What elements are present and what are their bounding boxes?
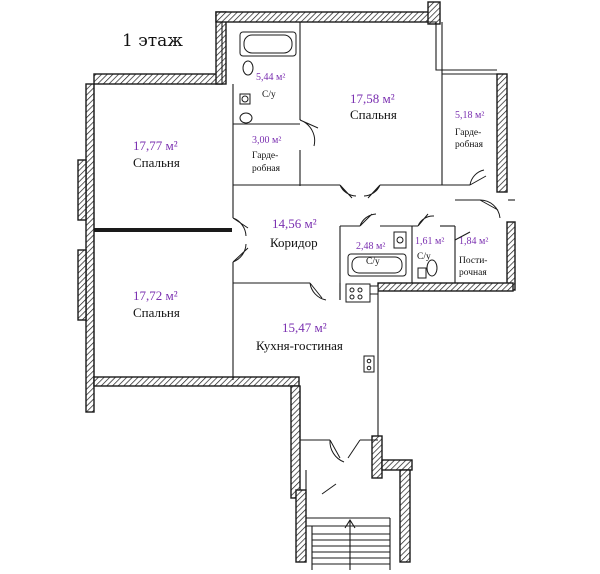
room-name-bedroom-top: Спальня	[350, 107, 397, 122]
room-area-bedroom-top: 17,58 м²	[350, 91, 395, 106]
room-name-dressing-right-1: Гарде-	[455, 128, 481, 138]
room-name-bath-large: С/у	[262, 90, 276, 100]
room-name-dressing-small-1: Гарде-	[252, 151, 278, 161]
doors	[232, 119, 501, 495]
toilet-icon	[242, 60, 254, 76]
room-name-bedroom-left-bottom: Спальня	[133, 305, 180, 320]
room-name-wc-small: С/у	[417, 252, 431, 262]
room-area-corridor: 14,56 м²	[272, 216, 317, 231]
room-name-bedroom-left-top: Спальня	[133, 155, 180, 170]
room-area-bedroom-left-top: 17,77 м²	[133, 138, 178, 153]
room-name-dressing-right-2: робная	[455, 139, 484, 150]
room-area-dressing-right: 5,18 м²	[455, 110, 484, 121]
room-name-corridor: Коридор	[270, 235, 318, 250]
room-area-dressing-small: 3,00 м²	[252, 135, 281, 146]
room-name-kitchen-living: Кухня-гостиная	[256, 338, 343, 353]
room-area-laundry: 1,84 м²	[459, 236, 488, 247]
interior-walls	[93, 21, 515, 519]
room-area-kitchen-living: 15,47 м²	[282, 320, 327, 335]
room-labels: 5,44 м² С/у 17,58 м² Спальня 5,18 м² Гар…	[133, 72, 488, 353]
room-name-laundry-2: рочная	[459, 268, 487, 278]
room-area-wc-small: 1,61 м²	[415, 236, 444, 247]
room-area-bath-large: 5,44 м²	[256, 72, 285, 83]
floor-title: 1 этаж	[122, 31, 183, 51]
room-name-laundry-1: Пости-	[459, 256, 487, 266]
stove-icon	[345, 283, 371, 303]
room-area-bedroom-left-bottom: 17,72 м²	[133, 288, 178, 303]
room-name-bath-mid: С/у	[366, 257, 380, 267]
exterior-walls	[77, 1, 516, 563]
sink-icon	[363, 355, 375, 373]
stairs	[306, 518, 391, 570]
room-area-bath-mid: 2,48 м²	[356, 241, 385, 252]
toilet-icon-small	[426, 259, 438, 277]
room-name-dressing-small-2: робная	[252, 163, 281, 174]
fixtures	[239, 31, 438, 373]
